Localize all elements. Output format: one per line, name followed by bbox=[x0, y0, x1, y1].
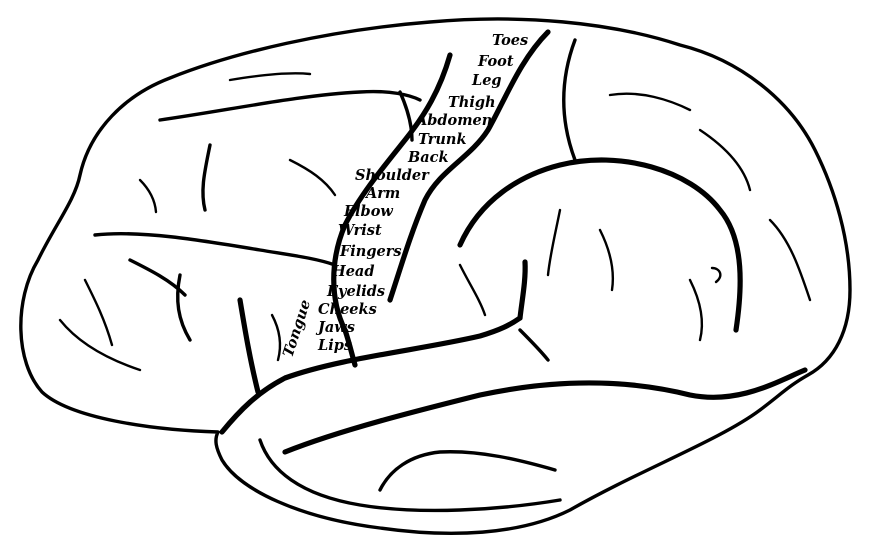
label-leg: Leg bbox=[471, 72, 502, 89]
label-foot: Foot bbox=[477, 53, 514, 70]
central-sulcus bbox=[387, 29, 551, 303]
sylvian-fissure bbox=[219, 315, 523, 435]
frontal-branch-2 bbox=[201, 143, 212, 212]
label-tongue: Tongue bbox=[280, 298, 314, 360]
occipital-sulcus-3 bbox=[598, 228, 614, 292]
label-wrist: Wrist bbox=[338, 222, 382, 239]
frontal-squiggle-1 bbox=[228, 72, 312, 82]
label-elbow: Elbow bbox=[343, 203, 393, 220]
label-fingers: Fingers bbox=[339, 243, 402, 260]
label-thigh: Thigh bbox=[448, 94, 496, 111]
label-shoulder: Shoulder bbox=[355, 167, 430, 184]
inferior-frontal-sulcus bbox=[93, 232, 337, 267]
frontal-branch-3 bbox=[128, 258, 187, 297]
occipital-hook bbox=[710, 266, 722, 284]
occipital-sulcus-2 bbox=[688, 278, 704, 342]
label-jaws: Jaws bbox=[315, 319, 355, 336]
parietal-sulcus-2 bbox=[608, 92, 692, 112]
label-arm: Arm bbox=[364, 185, 400, 202]
frontal-branch-6 bbox=[58, 318, 142, 372]
label-head: Head bbox=[331, 263, 374, 280]
frontal-branch-1 bbox=[398, 90, 414, 142]
ascending-ramus bbox=[237, 297, 261, 395]
label-lips: Lips bbox=[317, 337, 352, 354]
label-toes: Toes bbox=[492, 32, 528, 49]
parietal-sulcus-3 bbox=[698, 128, 752, 192]
sylvian-branch bbox=[517, 259, 528, 321]
frontal-squiggle-2 bbox=[288, 158, 337, 197]
occipital-sulcus-4 bbox=[546, 208, 562, 277]
label-eyelids: Eyelids bbox=[326, 283, 385, 300]
precentral-sulcus bbox=[331, 52, 453, 368]
frontal-branch-4 bbox=[176, 273, 192, 342]
label-trunk: Trunk bbox=[418, 131, 467, 148]
temporal-sulcus-2 bbox=[258, 438, 562, 513]
frontal-squiggle-3 bbox=[138, 178, 158, 214]
superior-frontal-sulcus bbox=[158, 89, 422, 122]
parietal-sulcus-1 bbox=[562, 38, 577, 162]
tongue-squiggle bbox=[270, 313, 282, 362]
occipital-sulcus-1 bbox=[768, 218, 812, 302]
temporal-squiggle bbox=[458, 263, 487, 317]
temporal-sulcus-3 bbox=[378, 450, 557, 492]
label-abdomen: Abdomen bbox=[414, 112, 492, 129]
frontal-branch-5 bbox=[83, 278, 114, 347]
label-back: Back bbox=[407, 149, 449, 166]
temporal-sulcus-1 bbox=[282, 367, 808, 455]
sylvian-branch-2 bbox=[518, 328, 550, 362]
label-cheeks: Cheeks bbox=[318, 301, 377, 318]
brain-outline bbox=[19, 17, 852, 536]
parietal-arc bbox=[457, 157, 743, 333]
